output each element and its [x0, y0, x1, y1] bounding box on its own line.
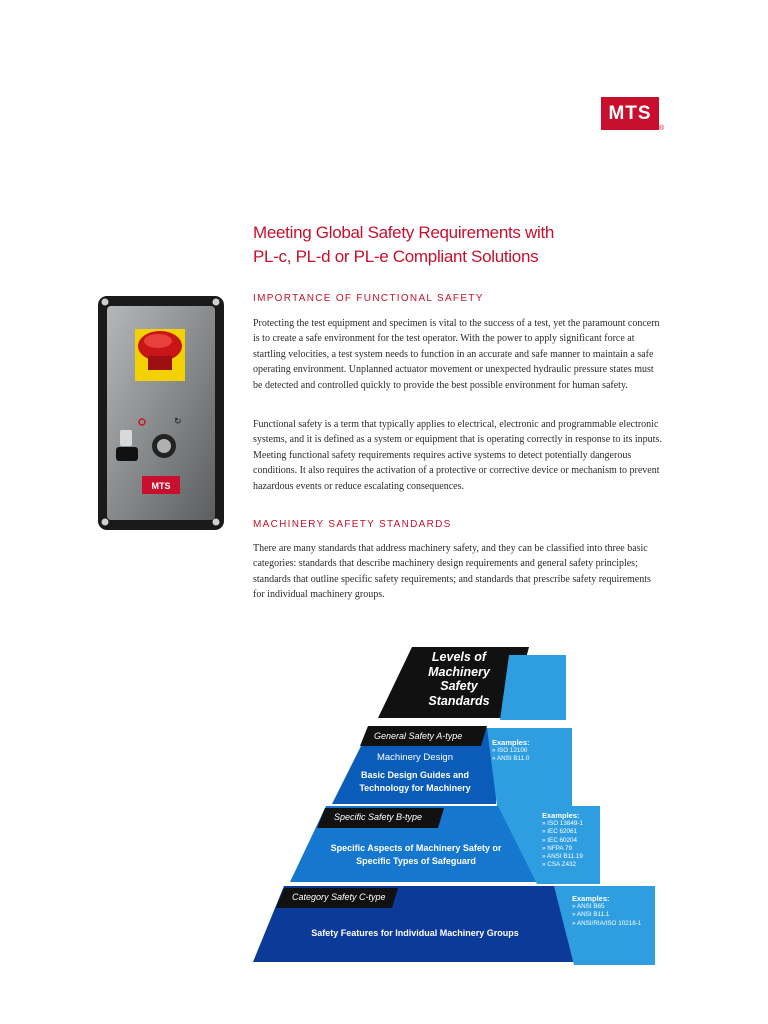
pyramid-top-title: Levels of Machinery Safety Standards [400, 650, 518, 708]
level-b-tag: Specific Safety B-type [334, 812, 423, 822]
logo-box [601, 97, 659, 130]
paragraph-3: There are many standards that address ma… [253, 543, 651, 601]
svg-text:↻: ↻ [174, 417, 182, 427]
level-c-tag: Category Safety C-type [292, 892, 386, 902]
paragraph-2: Functional safety is a term that typical… [253, 419, 662, 492]
level-c-tag-bg [276, 888, 398, 908]
level-b-body-line-1: Specific Aspects of Machinery Safety or [330, 843, 502, 853]
level-a-subhead: Machinery Design [376, 752, 454, 763]
safety-control-box-image: ↻ MTS [98, 296, 224, 530]
pyramid-top-block [378, 647, 529, 718]
list-item: ANSI B11.1 [572, 911, 641, 919]
level-c-examples: Examples: ANSI B65 ANSI B11.1 ANSI/RIA/I… [572, 894, 641, 928]
level-c-examples-title: Examples: [572, 894, 610, 903]
level-b-examples-title: Examples: [542, 811, 580, 820]
level-a-tag: General Safety A-type [374, 731, 463, 741]
pyramid-top-line-2: Machinery [428, 664, 490, 679]
title-line-1: Meeting Global Safety Requirements with [253, 223, 555, 242]
registered-mark: ® [659, 125, 665, 132]
pyramid-top-side [500, 655, 566, 720]
level-a-examples-title: Examples: [492, 738, 530, 747]
level-a-tag-bg [360, 726, 487, 746]
list-item: ANSI B11.0 [492, 755, 530, 763]
list-item: ISO 12100 [492, 747, 530, 755]
level-b-examples-list: ISO 13849-1 IEC 62061 IEC 60204 NFPA 79 … [542, 820, 583, 870]
level-a-body: Basic Design Guides and Technology for M… [340, 769, 490, 795]
level-b-body-line-2: Specific Types of Safeguard [356, 856, 476, 866]
list-item: ANSI B11.19 [542, 853, 583, 861]
level-c-body-line-1: Safety Features for Individual Machinery… [311, 928, 519, 938]
level-a-examples-list: ISO 12100 ANSI B11.0 [492, 747, 530, 764]
mts-logo: MTS ® [601, 97, 665, 133]
level-a-body-line-2: Technology for Machinery [359, 783, 471, 793]
pyramid-top-line-3: Safety [440, 679, 478, 693]
page-title: Meeting Global Safety Requirements with … [253, 221, 673, 269]
level-b-body: Specific Aspects of Machinery Safety or … [306, 842, 526, 868]
level-a-block [332, 728, 496, 804]
pyramid-top-line-4: Standards [428, 693, 490, 708]
list-item: CSA Z432 [542, 861, 583, 869]
level-c-examples-list: ANSI B65 ANSI B11.1 ANSI/RIA/ISO 10218-1 [572, 903, 641, 928]
level-b-examples: Examples: ISO 13849-1 IEC 62061 IEC 6020… [542, 811, 583, 870]
title-line-2: PL-c, PL-d or PL-e Compliant Solutions [253, 247, 539, 266]
logo-text: MTS [608, 103, 652, 124]
list-item: ISO 13849-1 [542, 820, 583, 828]
list-item: NFPA 79 [542, 845, 583, 853]
level-b-tag-bg [317, 808, 444, 828]
list-item: ANSI/RIA/ISO 10218-1 [572, 920, 641, 928]
paragraph-1: Protecting the test equipment and specim… [253, 318, 660, 391]
pyramid-top-line-1: Levels of [431, 650, 487, 664]
list-item: IEC 62061 [542, 828, 583, 836]
level-a-body-line-1: Basic Design Guides and [360, 770, 470, 780]
device-label: MTS [152, 481, 171, 491]
level-c-body: Safety Features for Individual Machinery… [290, 927, 540, 940]
list-item: ANSI B65 [572, 903, 641, 911]
section-heading-functional-safety: Importance of Functional Safety [253, 293, 484, 304]
section-heading-machinery-standards: Machinery Safety Standards [253, 519, 452, 530]
list-item: IEC 60204 [542, 837, 583, 845]
level-a-examples: Examples: ISO 12100 ANSI B11.0 [492, 738, 530, 764]
